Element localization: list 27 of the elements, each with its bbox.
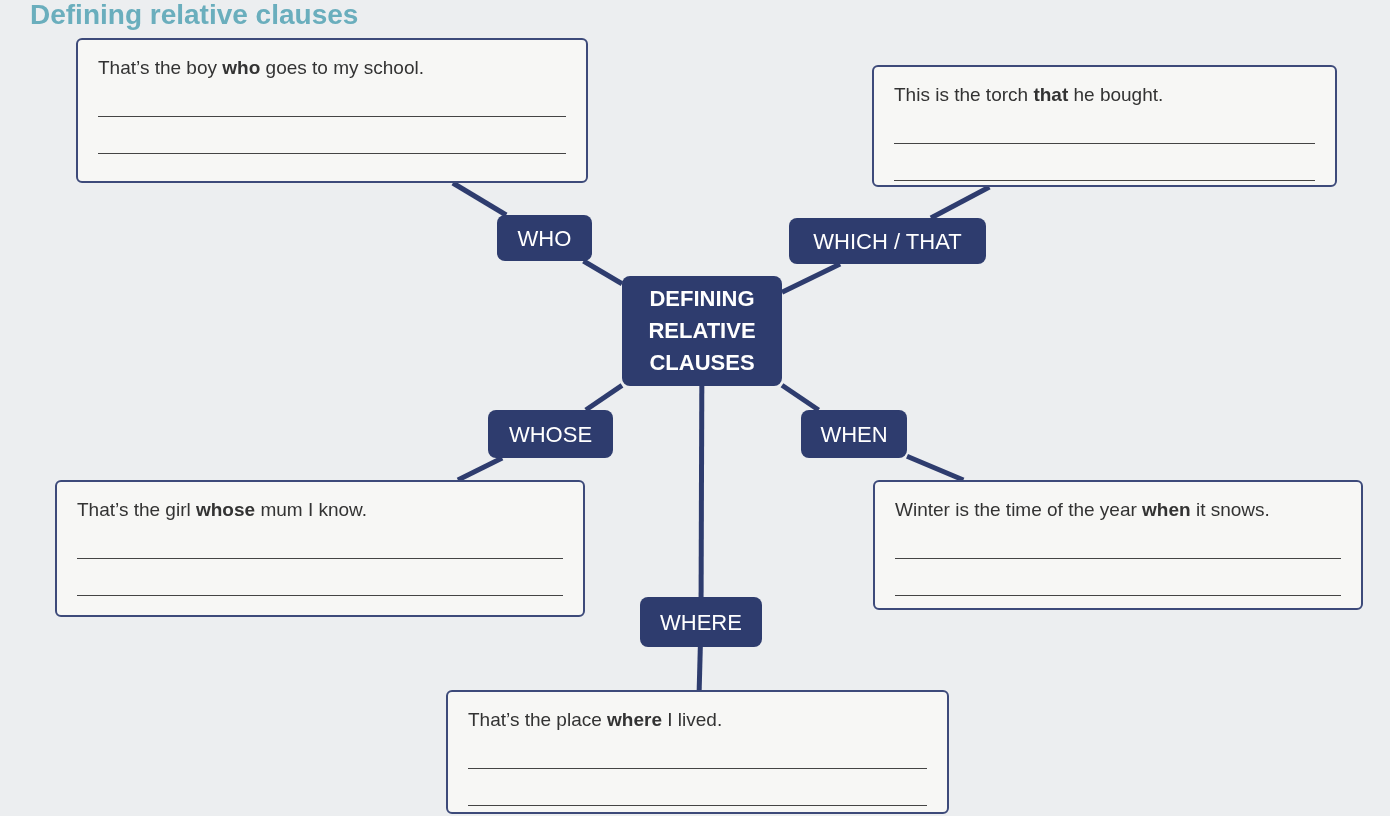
example-sentence: That’s the place where I lived.	[468, 708, 724, 732]
central-topic: DEFINING RELATIVE CLAUSES	[622, 276, 782, 386]
connector-line	[696, 646, 703, 691]
example-sentence: That’s the boy who goes to my school.	[98, 56, 425, 80]
relative-pronoun-label: WHO	[497, 215, 592, 261]
relative-pronoun-label: WHEN	[801, 410, 907, 458]
answer-card	[873, 480, 1363, 610]
relative-pronoun-label: WHERE	[640, 597, 762, 647]
connector-line	[582, 258, 624, 286]
relative-pronoun-label: WHOSE	[488, 410, 613, 458]
connector-line	[780, 383, 820, 413]
answer-card	[872, 65, 1337, 187]
connector-line	[584, 383, 624, 413]
title: Defining relative clauses	[30, 0, 359, 32]
example-sentence: That’s the girl whose mum I know.	[77, 498, 369, 522]
connector-line	[906, 453, 965, 483]
example-sentence: This is the torch that he bought.	[894, 83, 1165, 107]
connector-line	[698, 386, 705, 597]
answer-card	[446, 690, 949, 814]
relative-pronoun-label: WHICH / THAT	[789, 218, 986, 264]
connector-line	[780, 261, 842, 295]
connector-line	[456, 455, 504, 483]
answer-card	[55, 480, 585, 617]
connector-line	[929, 184, 991, 221]
example-sentence: Winter is the time of the year when it snows.	[895, 498, 1271, 522]
answer-card	[76, 38, 588, 183]
connector-line	[451, 180, 508, 218]
